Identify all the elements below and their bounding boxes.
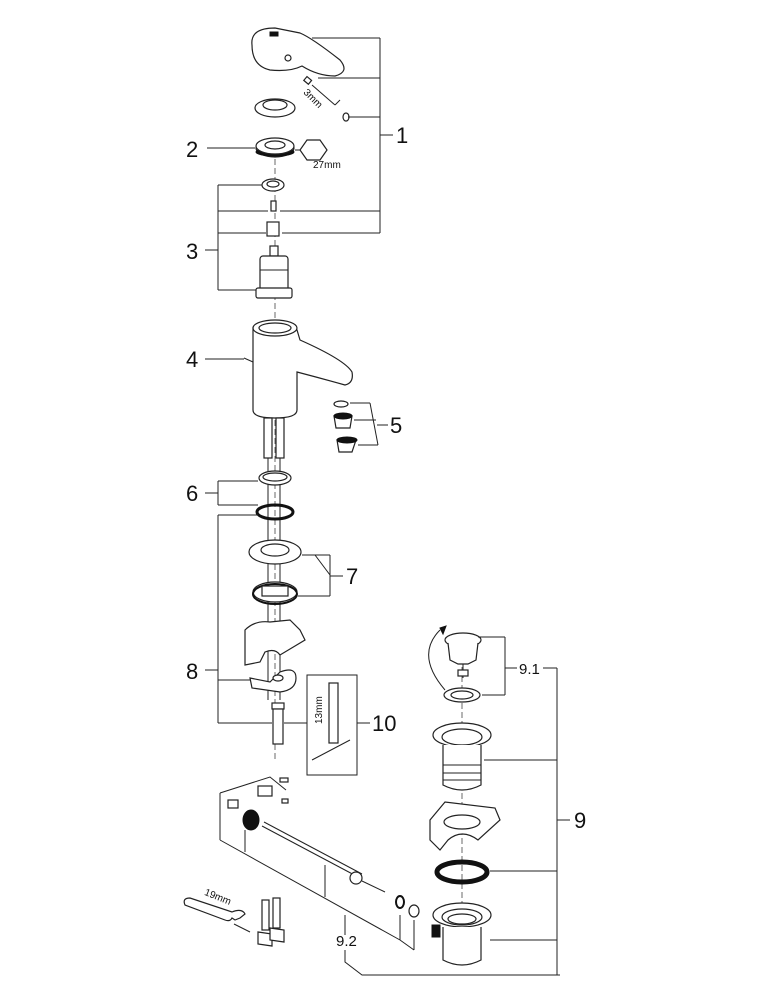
rod-o-ring — [395, 895, 405, 909]
plug-washer — [443, 687, 481, 703]
waste-seal-ring — [434, 859, 490, 885]
leader-lines-part-8 — [205, 514, 272, 724]
support-ring — [258, 470, 292, 486]
threaded-nut — [242, 809, 260, 831]
leader-lines-part-1 — [280, 37, 393, 234]
leader-lines-part-3 — [205, 184, 268, 291]
flexible-hoses — [263, 417, 285, 700]
part-label-10: 10 — [372, 711, 396, 736]
leader-lines-part-9 — [484, 668, 570, 975]
wrench-19mm — [183, 897, 251, 933]
part-label-3: 3 — [186, 239, 198, 264]
part-label-4: 4 — [186, 347, 198, 372]
hose-connection-nuts — [257, 897, 285, 947]
locking-washer — [252, 581, 298, 605]
pivot-rod — [261, 821, 386, 893]
screw — [270, 200, 277, 212]
leader-lines-part-6 — [205, 480, 258, 506]
cartridge — [255, 245, 293, 299]
dimension-label-13mm: 13mm — [314, 696, 325, 724]
part-label-9-1: 9.1 — [519, 661, 540, 678]
part-label-9: 9 — [574, 808, 586, 833]
part-label-7: 7 — [346, 564, 358, 589]
countertop-section — [244, 619, 306, 666]
waste-body-upper — [432, 722, 492, 791]
aerator-assembly — [333, 400, 358, 453]
leader-lines-part-5 — [350, 402, 388, 446]
part-label-6: 6 — [186, 481, 198, 506]
part-label-5: 5 — [390, 413, 402, 438]
flat-washer — [248, 539, 302, 565]
pop-up-plug — [444, 632, 482, 678]
clamping-plate — [249, 669, 297, 693]
spline-adapter — [266, 221, 280, 237]
part-label-2: 2 — [186, 137, 198, 162]
basin-section — [429, 801, 501, 851]
dimension-label-27mm: 27mm — [313, 160, 341, 171]
connector-block — [227, 777, 289, 809]
dimension-label-3mm: 3mm — [301, 87, 325, 111]
rotation-arrow — [428, 629, 446, 691]
o-ring — [255, 503, 295, 521]
leader-lines-part-7 — [298, 554, 343, 597]
part-label-8: 8 — [186, 659, 198, 684]
threaded-stud — [271, 702, 285, 745]
mixer-body — [243, 319, 353, 419]
leader-lines-part-9-2 — [219, 776, 560, 976]
cover-cap — [254, 98, 296, 118]
waste-body-lower — [431, 902, 492, 966]
retaining-nut — [255, 137, 295, 158]
hex-key-3mm — [302, 75, 350, 122]
hex-nut-size-icon — [299, 139, 328, 161]
leader-lines-part-9-1 — [478, 636, 557, 696]
arrow-head-icon — [439, 625, 447, 636]
lever-handle — [251, 27, 345, 77]
adapter-ring — [261, 178, 285, 192]
part-label-1: 1 — [396, 123, 408, 148]
socket-tool-box — [306, 674, 358, 776]
rod-washer — [408, 904, 420, 918]
part-label-9-2: 9.2 — [336, 933, 357, 950]
